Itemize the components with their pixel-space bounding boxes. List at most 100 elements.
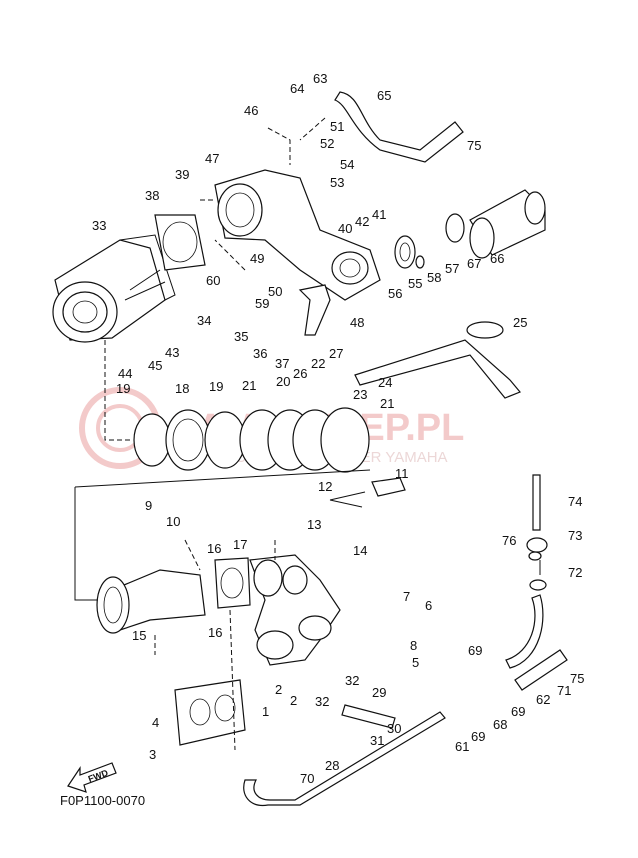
muffler-33 — [52, 234, 176, 343]
part-label-54: 54 — [340, 157, 354, 172]
exhaust-pipe-9 — [96, 569, 206, 634]
part-label-49: 49 — [250, 251, 264, 266]
leader-lines — [74, 117, 541, 751]
hose-61 — [243, 711, 446, 807]
part-label-75: 75 — [467, 138, 481, 153]
part-label-6: 6 — [425, 598, 432, 613]
pipe-65 — [334, 91, 464, 163]
hose-11 — [371, 477, 406, 497]
part-label-69: 69 — [511, 704, 525, 719]
part-label-73: 73 — [568, 528, 582, 543]
part-label-2: 2 — [290, 693, 297, 708]
part-label-29: 29 — [372, 685, 386, 700]
exhaust-chamber-47 — [214, 169, 381, 301]
part-label-21: 21 — [242, 378, 256, 393]
part-label-36: 36 — [253, 346, 267, 361]
part-label-24: 24 — [378, 375, 392, 390]
part-label-38: 38 — [145, 188, 159, 203]
part-label-12: 12 — [318, 479, 332, 494]
part-label-32: 32 — [315, 694, 329, 709]
ring-56 — [394, 235, 416, 269]
part-label-41: 41 — [372, 207, 386, 222]
forward-arrow-icon: FWD — [67, 762, 117, 793]
part-label-62: 62 — [536, 692, 550, 707]
part-label-10: 10 — [166, 514, 180, 529]
bolt-74 — [532, 474, 541, 531]
part-label-51: 51 — [330, 119, 344, 134]
diagram-code: F0P1100-0070 — [60, 793, 145, 808]
gasket-17 — [214, 557, 251, 609]
part-label-46: 46 — [244, 103, 258, 118]
joint-rings — [133, 407, 370, 473]
part-label-35: 35 — [234, 329, 248, 344]
part-label-74: 74 — [568, 494, 582, 509]
part-label-64: 64 — [290, 81, 304, 96]
gasket-38 — [154, 214, 206, 271]
part-label-66: 66 — [490, 251, 504, 266]
part-label-28: 28 — [325, 758, 339, 773]
part-label-1: 1 — [262, 704, 269, 719]
part-label-44: 44 — [118, 366, 132, 381]
fitting-73 — [526, 537, 548, 553]
part-label-9: 9 — [145, 498, 152, 513]
clamp-67 — [445, 213, 465, 243]
part-label-33: 33 — [92, 218, 106, 233]
part-label-16: 16 — [208, 625, 222, 640]
part-label-67: 67 — [467, 256, 481, 271]
part-label-40: 40 — [338, 221, 352, 236]
part-label-43: 43 — [165, 345, 179, 360]
part-label-47: 47 — [205, 151, 219, 166]
part-label-7: 7 — [403, 589, 410, 604]
part-label-63: 63 — [313, 71, 327, 86]
part-label-19: 19 — [209, 379, 223, 394]
part-label-31: 31 — [370, 733, 384, 748]
part-label-21: 21 — [380, 396, 394, 411]
part-label-34: 34 — [197, 313, 211, 328]
part-label-17: 17 — [233, 537, 247, 552]
part-label-57: 57 — [445, 261, 459, 276]
part-label-18: 18 — [175, 381, 189, 396]
part-label-22: 22 — [311, 356, 325, 371]
part-label-72: 72 — [568, 565, 582, 580]
part-label-56: 56 — [388, 286, 402, 301]
part-label-76: 76 — [502, 533, 516, 548]
part-label-69: 69 — [471, 729, 485, 744]
part-label-2: 2 — [275, 682, 282, 697]
part-label-55: 55 — [408, 276, 422, 291]
hose-24 — [354, 339, 521, 399]
part-label-8: 8 — [410, 638, 417, 653]
washer-55 — [415, 255, 425, 269]
part-label-59: 59 — [255, 296, 269, 311]
hose-30 — [341, 704, 396, 729]
part-label-39: 39 — [175, 167, 189, 182]
upper-assembly — [52, 91, 546, 399]
manifold-1 — [249, 554, 341, 666]
forward-label: FWD — [87, 768, 110, 785]
part-label-68: 68 — [493, 717, 507, 732]
bracket-48 — [298, 284, 331, 336]
part-label-4: 4 — [152, 715, 159, 730]
part-label-13: 13 — [307, 517, 321, 532]
part-label-26: 26 — [293, 366, 307, 381]
part-label-52: 52 — [320, 136, 334, 151]
part-label-27: 27 — [329, 346, 343, 361]
part-label-16: 16 — [207, 541, 221, 556]
part-label-75: 75 — [570, 671, 584, 686]
part-label-5: 5 — [412, 655, 419, 670]
hose-71 — [514, 649, 568, 691]
part-label-19: 19 — [116, 381, 130, 396]
part-label-42: 42 — [355, 214, 369, 229]
part-label-37: 37 — [275, 356, 289, 371]
part-label-3: 3 — [149, 747, 156, 762]
part-label-48: 48 — [350, 315, 364, 330]
washer-72 — [529, 579, 547, 591]
part-label-58: 58 — [427, 270, 441, 285]
lower-assembly — [96, 474, 568, 807]
part-label-11: 11 — [395, 466, 409, 481]
part-label-30: 30 — [387, 721, 401, 736]
part-label-25: 25 — [513, 315, 527, 330]
part-label-50: 50 — [268, 284, 282, 299]
pipe-72 — [505, 594, 544, 669]
